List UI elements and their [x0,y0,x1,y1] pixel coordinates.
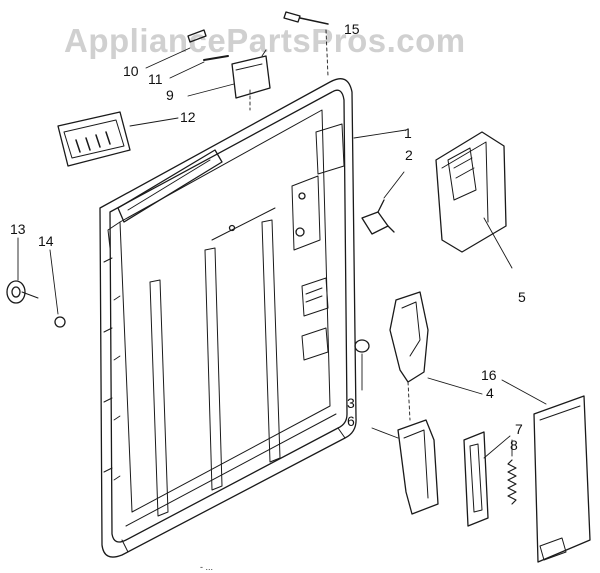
callout-14: 14 [38,233,54,249]
callout-5: 5 [518,289,526,305]
part-3-knob [354,339,370,391]
callout-1: 1 [404,125,412,141]
part-14-washer [49,249,66,328]
part-9-cover [187,49,271,99]
callout-6: 6 [347,413,355,429]
part-4-latch [389,291,483,421]
part-15-screw [283,11,329,77]
callout-11: 11 [148,71,163,87]
callout-4: 4 [486,385,494,401]
callout-16: 16 [481,367,497,383]
part-11-pin [169,55,229,79]
callout-15: 15 [344,21,360,37]
part-13-bushing [6,237,39,304]
callout-12: 12 [180,109,196,125]
part-5-module [435,131,513,269]
part-7-strike [463,431,511,527]
door-panel [99,78,357,558]
callout-10: 10 [123,63,139,79]
callout-8: 8 [510,437,518,453]
callout-7: 7 [515,421,523,437]
part-12-vent [57,111,179,167]
part-1-leader [353,129,407,139]
callout-3: 3 [347,395,355,411]
callout-13: 13 [10,221,26,237]
part-6-latch [371,419,439,515]
part-2-bracket [361,171,405,235]
part-10-screw [145,29,207,69]
callout-2: 2 [405,147,413,163]
footer-mark: - ... [200,562,213,572]
callout-9: 9 [166,87,174,103]
part-8-spring [507,439,517,505]
part-16-outer-panel [501,379,591,563]
